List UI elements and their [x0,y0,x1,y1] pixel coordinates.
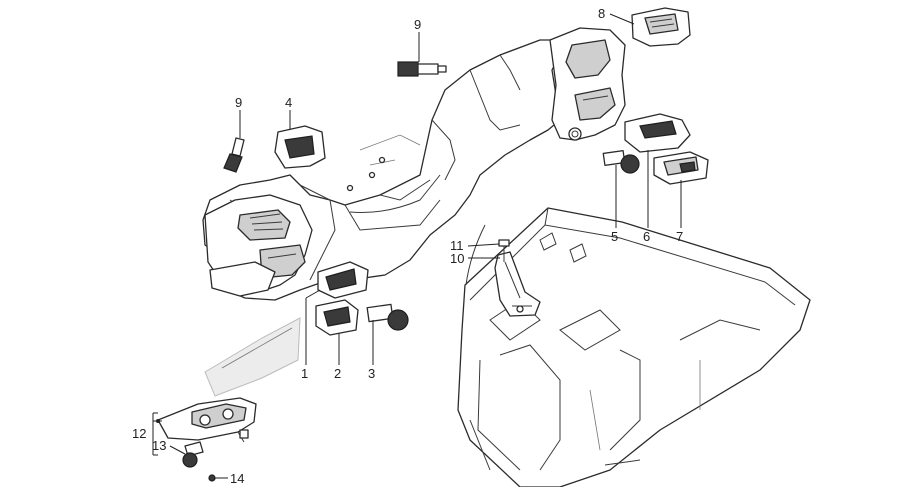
switch-part-6 [624,113,691,153]
left-switch-housing [204,194,313,297]
side-cover-edge [465,224,486,286]
callout-9-left: 9 [235,95,242,110]
callout-labels: 1 2 3 4 5 6 7 8 9 9 10 11 12 13 14 [132,6,683,486]
callout-12: 12 [132,426,146,441]
callout-7: 7 [676,229,683,244]
callout-5: 5 [611,229,618,244]
right-switch-housing [549,27,626,141]
callout-9-upper: 9 [414,17,421,32]
callout-2: 2 [334,366,341,381]
switch-part-4 [274,125,326,169]
callout-14: 14 [230,471,244,486]
callout-1: 1 [301,366,308,381]
screw-part-14 [208,474,216,482]
callout-6: 6 [643,229,650,244]
callout-10: 10 [450,251,464,266]
bracket-part-10 [494,251,541,317]
switch-part-8 [631,7,691,47]
leader-lines [152,13,682,479]
side-panel-ghost [204,317,301,397]
callout-4: 4 [285,95,292,110]
callout-13: 13 [152,438,166,453]
switch-part-2 [315,299,359,336]
callout-3: 3 [368,366,375,381]
switch-part-7 [653,151,709,185]
screw-part-11 [498,239,510,262]
callout-8: 8 [598,6,605,21]
storage-compartment [457,207,811,487]
bulb-part-13 [182,441,204,468]
bulb-part-9-left [223,137,245,173]
button-part-3 [366,303,409,331]
switch-part-1 [317,261,369,299]
callout-11: 11 [450,238,464,253]
control-unit-part-12 [157,397,257,443]
bulb-part-9-upper [397,61,447,77]
button-part-5 [602,150,640,174]
